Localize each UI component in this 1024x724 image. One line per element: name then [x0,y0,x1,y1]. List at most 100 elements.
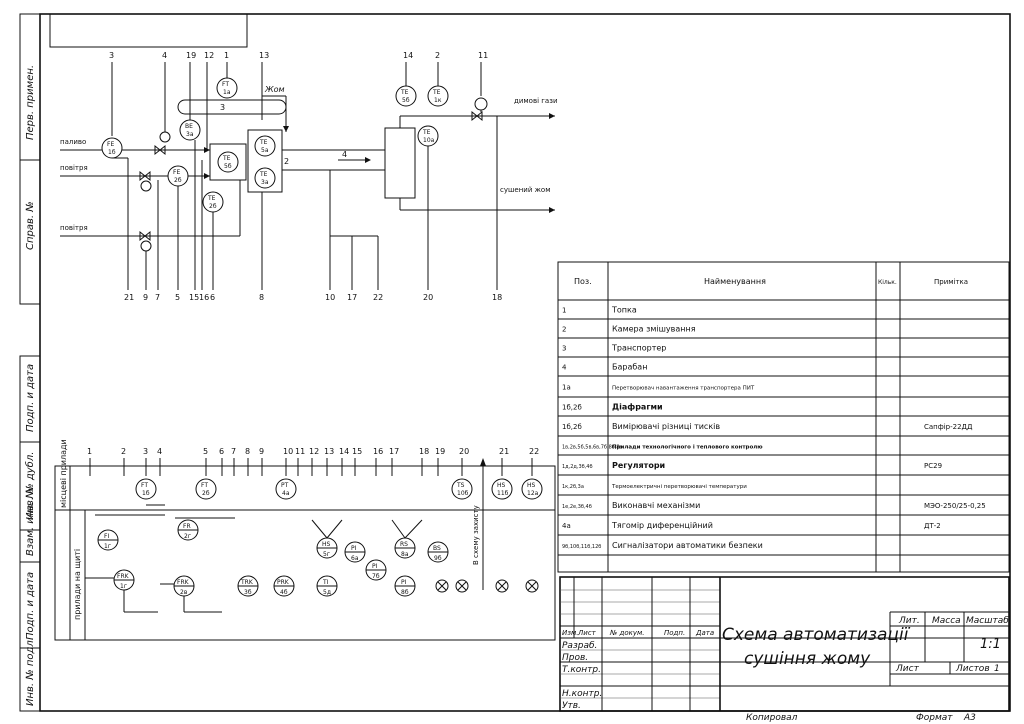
tb-row-nkontr: Н.контр. [562,689,602,699]
process-diagram: 3 4 19 12 1 13 14 2 11 3 Жом 2 [60,51,558,302]
valve-fuel [154,144,166,156]
column-number: 22 [529,447,539,456]
spec-row-note: МЭО-250/25-0,25 [924,502,986,510]
column-number: 12 [309,447,319,456]
panel-rs-8a: RS 8а [394,537,416,559]
svg-text:11б: 11б [497,490,509,497]
tb-col-izm: Изм. [562,629,578,637]
instrument-ft-1a: FT 1а [216,77,238,99]
svg-text:TE: TE [222,155,231,162]
spec-row-name: Термоелектричні перетворювачі температур… [611,484,747,490]
bottom-num: 10 [325,293,335,302]
drawing-title-line2: сушіння жому [744,649,871,669]
svg-text:8б: 8б [401,589,409,596]
instrument-fe-2b: FE 2б [167,165,189,187]
spec-row-pos: 4 [562,364,567,372]
svg-text:FE: FE [173,169,180,176]
bottom-num: 20 [423,293,433,302]
svg-text:TS: TS [456,482,465,489]
svg-text:9б: 9б [434,555,442,562]
svg-text:BE: BE [185,123,193,130]
sheet-frame [39,13,1011,712]
row-panel-label: прилади на щиті [73,549,82,620]
panel-ft-2b: FT 2б [195,478,217,500]
column-number: 9 [259,447,264,456]
svg-text:FT: FT [201,482,208,489]
signal-lamp [495,579,509,593]
side-label-inv-podl: Инв. № подл. [25,637,36,706]
column-number: 4 [157,447,162,456]
svg-text:FT: FT [141,482,148,489]
side-label-vzam: Взам. инв. № [25,488,36,556]
tb-row-razrab: Разраб. [562,641,597,651]
tb-copied: Копировал [746,713,798,723]
svg-text:PI: PI [372,563,378,570]
svg-text:2в: 2в [180,589,188,596]
svg-text:5б: 5б [402,97,410,104]
tb-col-data: Дата [695,629,714,637]
svg-text:2б: 2б [174,177,182,184]
tb-scale: Масштаб [966,616,1009,626]
svg-text:3а: 3а [261,179,269,186]
instrument-te-10a: TE 10а [417,125,439,147]
tb-mass: Масса [932,616,961,626]
column-number: 13 [324,447,334,456]
panel-pi-6a: PI 6а [344,541,366,563]
column-number: 6 [219,447,224,456]
tb-lit: Лит. [898,616,920,626]
actuator [140,240,152,252]
title-block: Изм. Лист № докум. Подп. Дата Разраб. Пр… [559,576,1010,723]
svg-text:1к: 1к [434,97,442,104]
svg-text:FI: FI [104,533,109,540]
furnace [209,143,247,181]
bottom-num: 15 [189,293,199,302]
svg-text:PRK: PRK [277,579,290,586]
signal-lamp [455,579,469,593]
panel-ft-1b: FT 1б [135,478,157,500]
svg-text:TE: TE [259,171,268,178]
svg-text:10б: 10б [457,490,469,497]
bottom-num: 9 [143,293,148,302]
svg-text:1г: 1г [104,543,111,550]
left-strip-bottom: Подп. и дата Инв. № дубл. Взам. инв. № П… [19,355,41,712]
aux-num: 4 [342,150,347,159]
svg-text:TI: TI [322,579,329,586]
row-local-label: місцеві прилади [59,439,68,508]
column-number: 3 [143,447,148,456]
aux-num: 3 [220,103,225,112]
top-num: 19 [186,51,196,60]
svg-text:4а: 4а [282,490,290,497]
svg-text:PI: PI [401,579,407,586]
svg-text:HS: HS [322,541,331,548]
spec-header-note: Примітка [934,278,968,286]
tb-sheets: Листов [955,664,990,674]
panel-frk-2v: FRK 2в [173,575,195,597]
tb-scale-value: 1:1 [980,637,1001,652]
dry-label: сушений жом [500,186,550,194]
side-label-perv: Перв. примен. [25,65,36,140]
tb-sheets-value: 1 [994,664,1000,674]
bottom-num: 5 [175,293,180,302]
instrument-te-5b-furnace: TE 5б [217,151,239,173]
spec-row-pos: 3 [562,345,566,353]
bottom-num: 8 [259,293,264,302]
mixing-chamber [247,129,283,193]
column-number: 1 [87,447,92,456]
svg-text:2б: 2б [209,203,217,210]
column-number: 20 [459,447,469,456]
drying-drum [384,127,416,199]
conveyor [177,99,287,115]
spec-row-note: РС29 [924,462,942,470]
spec-row-name: Тягомір диференційний [611,521,713,530]
panel-pi-8b: PI 8б [394,575,416,597]
svg-text:8а: 8а [401,551,409,558]
svg-text:7б: 7б [372,573,380,580]
tb-format: Формат [916,713,953,723]
top-num: 3 [109,51,114,60]
svg-text:1б: 1б [108,149,116,156]
spec-row-name: Сигналізатори автоматики безпеки [612,541,763,550]
spec-row-pos: 1б,2б [562,423,582,431]
svg-text:PI: PI [351,545,357,552]
panel-fi-1g: FI 1г [97,529,119,551]
